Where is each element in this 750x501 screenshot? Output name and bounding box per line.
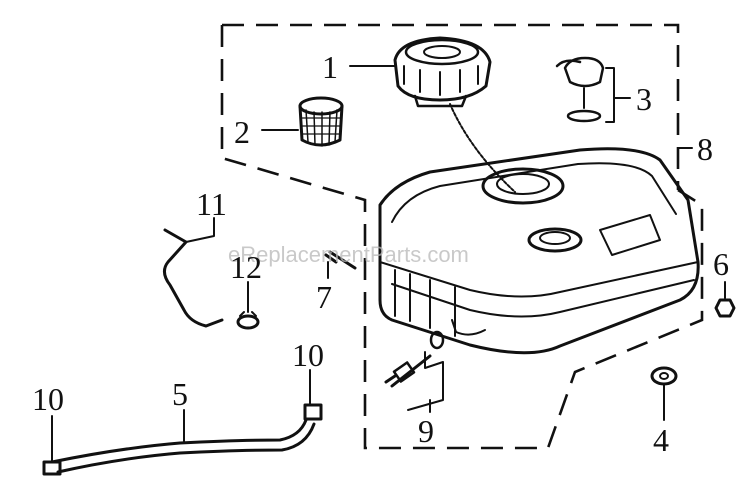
callout-7: 7 — [316, 279, 332, 315]
callout-11: 11 — [196, 186, 227, 222]
breather-tube-part — [163, 228, 224, 328]
hose-clip-part — [236, 311, 260, 330]
callout-9: 9 — [418, 413, 434, 449]
fuel-line-part — [50, 418, 316, 474]
callout-10-right: 10 — [292, 337, 324, 373]
cap-tether — [449, 103, 516, 193]
fuel-tank-part — [378, 147, 700, 355]
fuel-gauge-part — [555, 56, 615, 123]
callout-10-left: 10 — [32, 381, 64, 417]
bolt-part — [324, 250, 357, 270]
callout-1: 1 — [322, 49, 338, 85]
callout-2: 2 — [234, 114, 250, 150]
callout-4: 4 — [653, 422, 669, 458]
callout-12: 12 — [230, 249, 262, 285]
fuel-valve-part — [384, 330, 445, 411]
callout-labels: 1 2 3 4 5 6 7 8 9 10 10 11 12 — [32, 49, 729, 458]
callout-8: 8 — [697, 131, 713, 167]
washer-part — [650, 366, 678, 386]
fuel-strainer-part — [298, 96, 344, 147]
nut-part — [714, 298, 736, 318]
callout-3: 3 — [636, 81, 652, 117]
callout-6: 6 — [713, 246, 729, 282]
leader-lines — [51, 65, 726, 463]
callout-5: 5 — [172, 376, 188, 412]
watermark-text: eReplacementParts.com — [228, 242, 469, 267]
fuel-cap-part — [393, 36, 492, 108]
assembly-boundary — [220, 23, 704, 450]
